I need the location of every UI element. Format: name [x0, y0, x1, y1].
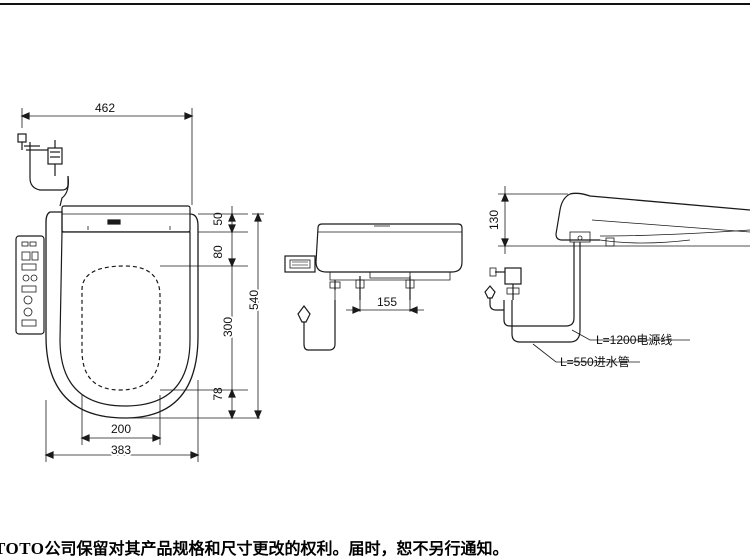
dim-hinge-depth: 50 — [211, 212, 225, 226]
disclaimer-text: 公司保留对其产品规格和尺寸更改的权利。届时，恕不另行通知。 — [44, 539, 509, 558]
side-view — [484, 186, 750, 363]
dim-seat-width: 383 — [111, 443, 131, 457]
dim-total-length: 540 — [247, 290, 261, 310]
water-hose-note: L=550进水管 — [560, 354, 630, 369]
dim-opening-length: 300 — [221, 317, 235, 337]
dim-overall-width: 462 — [95, 101, 115, 115]
top-view — [15, 108, 264, 462]
dim-opening-width: 200 — [111, 422, 131, 436]
rear-view — [284, 223, 463, 351]
dim-height: 130 — [487, 210, 501, 230]
power-cord-note: L=1200电源线 — [596, 333, 672, 347]
dim-gap-depth: 80 — [211, 245, 225, 259]
dim-connector-spacing: 155 — [377, 295, 397, 309]
dim-front-depth: 78 — [211, 387, 225, 401]
footer-disclaimer: TOTO公司保留对其产品规格和尺寸更改的权利。届时，恕不另行通知。 — [0, 538, 750, 560]
brand-logo: TOTO — [0, 539, 45, 558]
